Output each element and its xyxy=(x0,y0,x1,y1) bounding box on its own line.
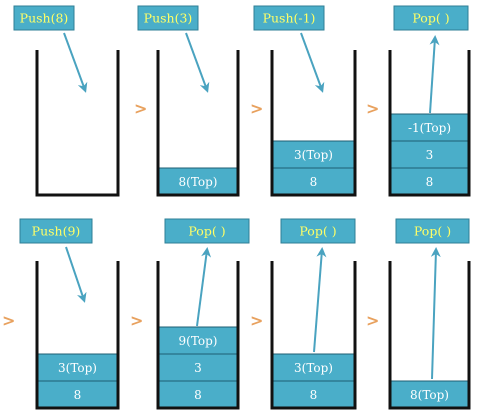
push-arrow xyxy=(185,32,210,93)
stack-cells: 9(Top) 3 8 xyxy=(157,326,239,409)
stack-step-7: 3(Top) 8 Pop( ) xyxy=(270,218,357,410)
stack-top-cell: -1(Top) xyxy=(389,113,470,142)
operation-label-box xyxy=(393,5,469,31)
operation-label: Pop( ) xyxy=(280,218,356,244)
pop-arrow xyxy=(196,247,212,327)
stack-container xyxy=(270,261,357,410)
stack-cell-value: -1(Top) xyxy=(408,121,451,135)
pop-arrow xyxy=(313,247,327,353)
stack-top-cell: 3(Top) xyxy=(271,140,356,169)
operation-label: Push(3) xyxy=(137,5,199,31)
stack-cell-fill xyxy=(157,380,239,409)
stack-step-6: 9(Top) 3 8 Pop( ) xyxy=(156,218,250,410)
next-step-chevron-icon: > xyxy=(366,311,379,330)
operation-label-text: Push(9) xyxy=(32,224,81,239)
operation-label-box xyxy=(395,218,470,244)
operation-label: Push(-1) xyxy=(253,5,325,31)
stack-top-cell: 9(Top) xyxy=(157,326,239,355)
stack-top-cell: 3(Top) xyxy=(271,353,356,382)
stack-step-3: 3(Top) 8 Push(-1) xyxy=(253,5,357,197)
stack-cell-fill xyxy=(271,353,356,382)
stack-top-cell: 3(Top) xyxy=(36,353,119,382)
next-step-chevron-icon: > xyxy=(134,99,147,118)
operation-label-text: Pop( ) xyxy=(414,224,451,239)
stack-container xyxy=(35,261,120,410)
pop-arrow xyxy=(429,35,440,114)
stack-cell-value: 3 xyxy=(194,361,202,375)
operation-label-box xyxy=(13,5,75,31)
operation-label: Push(9) xyxy=(19,218,93,244)
operation-label-box xyxy=(280,218,356,244)
stack-cell-value: 8 xyxy=(310,388,318,402)
stack-container xyxy=(388,261,471,410)
operation-label: Pop( ) xyxy=(395,218,470,244)
stack-container xyxy=(156,50,240,197)
stack-cell-fill xyxy=(157,167,239,196)
stack-cells: 8(Top) xyxy=(157,167,239,196)
stack-cell-value: 3(Top) xyxy=(294,148,333,162)
stack-cell-value: 8 xyxy=(194,388,202,402)
stack-cell: 8 xyxy=(36,380,119,409)
stack-cells: 3(Top) 8 xyxy=(36,353,119,409)
stack-cell-value: 9(Top) xyxy=(179,334,218,348)
operation-label-text: Push(8) xyxy=(20,11,69,26)
push-arrow xyxy=(300,32,325,93)
stack-top-cell: 8(Top) xyxy=(157,167,239,196)
operation-label-box xyxy=(137,5,199,31)
stack-cell-value: 8 xyxy=(310,175,318,189)
stack-step-1: Push(8) xyxy=(13,5,120,197)
stack-cells: 3(Top) 8 xyxy=(271,353,356,409)
stack-cell-value: 8 xyxy=(426,175,434,189)
stack-cells: 8(Top) xyxy=(389,380,470,409)
stack-step-4: -1(Top) 3 8 Pop( ) xyxy=(388,5,471,197)
stack-cell: 8 xyxy=(389,167,470,196)
stack-cell-fill xyxy=(36,380,119,409)
operation-label: Pop( ) xyxy=(164,218,250,244)
operation-label-text: Push(-1) xyxy=(263,11,316,26)
stack-cell-value: 3(Top) xyxy=(294,361,333,375)
stack-step-8: 8(Top) Pop( ) xyxy=(388,218,471,410)
stack-cell-value: 3(Top) xyxy=(58,361,97,375)
stack-cell: 8 xyxy=(271,380,356,409)
operation-label-box xyxy=(19,218,93,244)
push-arrow xyxy=(63,32,88,93)
stack-cell-value: 8(Top) xyxy=(410,388,449,402)
next-step-chevron-icon: > xyxy=(130,311,143,330)
stack-cell: 8 xyxy=(271,167,356,196)
operation-label-box xyxy=(164,218,250,244)
stack-cell: 3 xyxy=(389,140,470,169)
operation-label: Pop( ) xyxy=(393,5,469,31)
next-step-chevron-icon: > xyxy=(2,311,15,330)
stack-container xyxy=(35,50,120,197)
operation-label-text: Pop( ) xyxy=(412,11,449,26)
stack-container xyxy=(156,261,240,410)
stack-cells: 3(Top) 8 xyxy=(271,140,356,196)
pop-arrow xyxy=(430,247,441,380)
stack-container xyxy=(388,50,471,197)
stack-cell-fill xyxy=(389,380,470,409)
operation-label-text: Push(3) xyxy=(144,11,193,26)
operation-label-text: Pop( ) xyxy=(299,224,336,239)
stack-step-2: 8(Top) Push(3) xyxy=(137,5,240,197)
push-arrow xyxy=(65,246,87,303)
stack-cell-value: 8(Top) xyxy=(179,175,218,189)
stack-container xyxy=(270,50,357,197)
stack-top-cell: 8(Top) xyxy=(389,380,470,409)
stack-cell-value: 3 xyxy=(426,148,434,162)
stack-cells: -1(Top) 3 8 xyxy=(389,113,470,196)
operation-label-box xyxy=(253,5,325,31)
stack-cell-value: 8 xyxy=(74,388,82,402)
operation-label: Push(8) xyxy=(13,5,75,31)
stack-cell: 8 xyxy=(157,380,239,409)
stack-step-5: 3(Top) 8 Push(9) xyxy=(19,218,120,410)
operation-label-text: Pop( ) xyxy=(188,224,225,239)
stack-cell: 3 xyxy=(157,353,239,382)
next-step-chevron-icon: > xyxy=(366,99,379,118)
next-step-chevron-icon: > xyxy=(250,99,263,118)
next-step-chevron-icon: > xyxy=(250,311,263,330)
